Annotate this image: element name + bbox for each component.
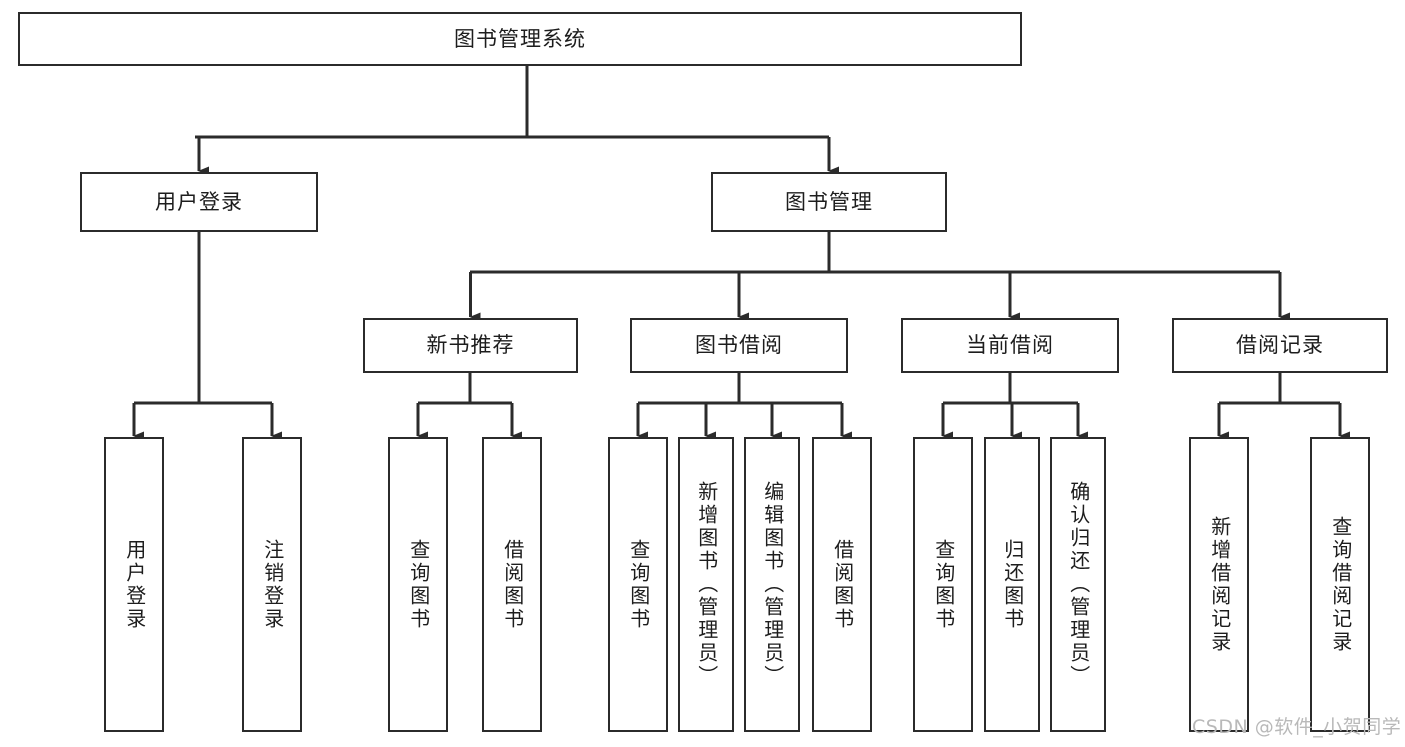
node-label-leaf-user-login: 用户登录 — [122, 538, 147, 631]
node-new-book-rec[interactable]: 新书推荐 — [363, 318, 578, 373]
node-label-leaf-return-book: 归还图书 — [1000, 538, 1025, 631]
node-label-leaf-borrow-book-2: 借阅图书 — [830, 538, 855, 631]
node-leaf-borrow-book-2[interactable]: 借阅图书 — [812, 437, 872, 732]
node-leaf-borrow-book-1[interactable]: 借阅图书 — [482, 437, 542, 732]
node-leaf-query-book-1[interactable]: 查询图书 — [388, 437, 448, 732]
node-current-borrow[interactable]: 当前借阅 — [901, 318, 1119, 373]
node-leaf-edit-book[interactable]: 编辑图书（管理员） — [744, 437, 800, 732]
node-root[interactable]: 图书管理系统 — [18, 12, 1022, 66]
node-label-book-borrow: 图书借阅 — [695, 333, 783, 358]
node-leaf-query-record[interactable]: 查询借阅记录 — [1310, 437, 1370, 732]
node-label-book-manage: 图书管理 — [785, 189, 873, 214]
node-label-leaf-query-record: 查询借阅记录 — [1328, 515, 1353, 654]
node-leaf-query-book-3[interactable]: 查询图书 — [913, 437, 973, 732]
node-book-manage[interactable]: 图书管理 — [711, 172, 947, 232]
node-label-leaf-confirm-return: 确认归还（管理员） — [1066, 481, 1091, 688]
node-leaf-query-book-2[interactable]: 查询图书 — [608, 437, 668, 732]
node-leaf-return-book[interactable]: 归还图书 — [984, 437, 1040, 732]
node-label-current-borrow: 当前借阅 — [966, 333, 1054, 358]
node-label-leaf-edit-book: 编辑图书（管理员） — [760, 481, 785, 688]
node-leaf-add-record[interactable]: 新增借阅记录 — [1189, 437, 1249, 732]
node-label-borrow-record: 借阅记录 — [1236, 333, 1324, 358]
node-label-root: 图书管理系统 — [454, 26, 586, 51]
node-leaf-add-book[interactable]: 新增图书（管理员） — [678, 437, 734, 732]
node-label-new-book-rec: 新书推荐 — [426, 333, 515, 358]
node-leaf-user-login[interactable]: 用户登录 — [104, 437, 164, 732]
node-label-leaf-query-book-2: 查询图书 — [626, 538, 651, 631]
node-label-leaf-query-book-3: 查询图书 — [931, 538, 956, 631]
node-user-login[interactable]: 用户登录 — [80, 172, 318, 232]
node-borrow-record[interactable]: 借阅记录 — [1172, 318, 1388, 373]
node-leaf-confirm-return[interactable]: 确认归还（管理员） — [1050, 437, 1106, 732]
node-label-leaf-add-record: 新增借阅记录 — [1207, 515, 1232, 654]
node-label-leaf-borrow-book-1: 借阅图书 — [500, 538, 525, 631]
node-label-leaf-add-book: 新增图书（管理员） — [694, 481, 719, 688]
node-leaf-logout[interactable]: 注销登录 — [242, 437, 302, 732]
node-label-user-login: 用户登录 — [155, 189, 243, 214]
node-book-borrow[interactable]: 图书借阅 — [630, 318, 848, 373]
node-label-leaf-logout: 注销登录 — [260, 538, 285, 631]
node-label-leaf-query-book-1: 查询图书 — [406, 538, 431, 631]
